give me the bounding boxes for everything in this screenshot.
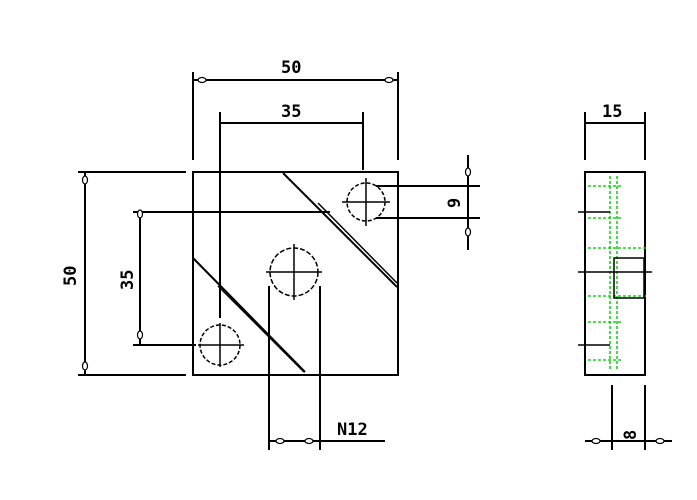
dim-hole-spacing-horizontal: 35 <box>220 102 363 124</box>
side-outline <box>584 171 646 376</box>
dim-label-hole-spacing-horizontal: 35 <box>281 102 301 122</box>
side-view: 15 8 <box>578 102 672 450</box>
dim-label-hole-offset: 9 <box>445 198 465 208</box>
dim-thread-size: N12 <box>269 420 385 445</box>
dim-label-thickness: 15 <box>602 102 622 122</box>
diagonal-slot-lines <box>192 172 398 373</box>
dim-label-overall-height: 50 <box>61 266 81 286</box>
dim-overall-height: 50 <box>61 172 89 375</box>
dim-label-thread-size: N12 <box>337 420 368 440</box>
dim-depth: 8 <box>585 430 672 445</box>
dim-label-overall-width: 50 <box>281 58 301 78</box>
side-extension-lines <box>584 112 646 450</box>
hidden-feature-marks <box>588 176 648 370</box>
front-view: 50 35 50 35 9 N12 <box>61 58 480 450</box>
dim-overall-width: 50 <box>193 58 398 84</box>
dim-label-hole-spacing-vertical: 35 <box>118 270 138 290</box>
dim-label-depth: 8 <box>621 430 641 440</box>
hole-top-right <box>342 178 390 226</box>
dim-thickness: 15 <box>585 102 645 124</box>
extension-lines <box>78 72 480 450</box>
side-tick-marks <box>578 211 652 346</box>
hole-center <box>266 244 322 300</box>
part-outline <box>192 171 399 376</box>
hole-bottom-left <box>198 323 244 367</box>
dim-hole-offset: 9 <box>445 155 472 250</box>
dim-hole-spacing-vertical: 35 <box>118 209 144 345</box>
